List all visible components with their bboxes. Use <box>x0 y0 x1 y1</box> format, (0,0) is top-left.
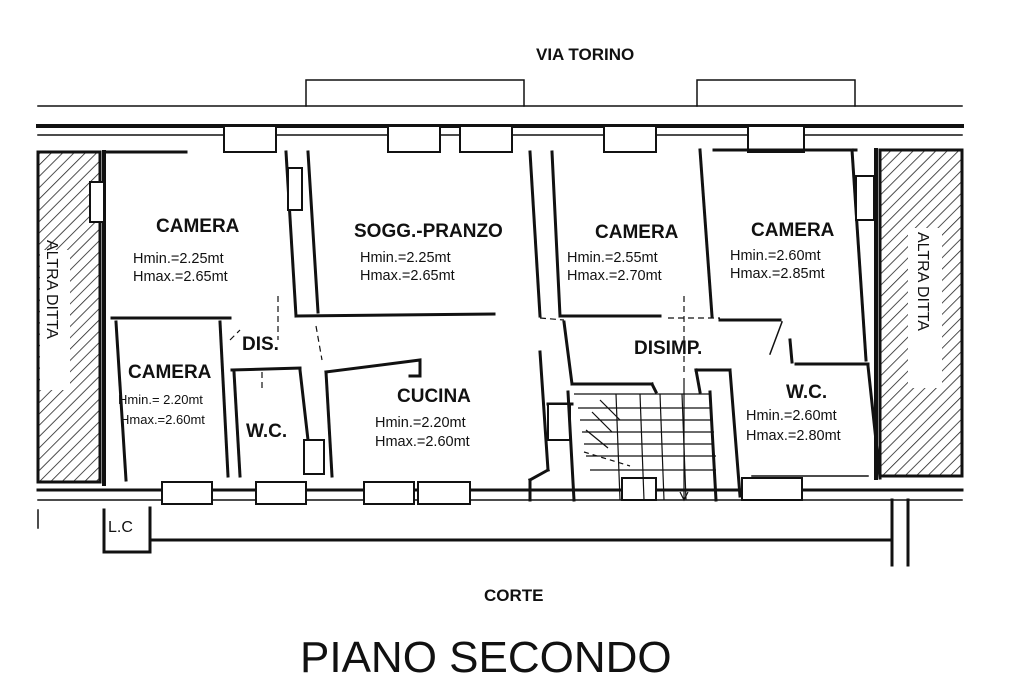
room-camera-4: CAMERA Hmin.= 2.20mt Hmax.=2.60mt <box>118 362 212 427</box>
left-side-label: ALTRA DITTA <box>43 240 60 339</box>
room-name: CUCINA <box>397 386 471 407</box>
room-hmin: Hmin.=2.25mt <box>133 251 224 267</box>
room-name: CAMERA <box>156 216 240 237</box>
room-camera-2: CAMERA Hmin.=2.55mt Hmax.=2.70mt <box>567 222 679 284</box>
room-hmin: Hmin.=2.60mt <box>746 408 837 424</box>
room-name: W.C. <box>786 382 827 403</box>
room-name: SOGG.-PRANZO <box>354 221 503 242</box>
room-hmax: Hmax.=2.60mt <box>375 434 470 450</box>
right-side-label: ALTRA DITTA <box>914 232 931 331</box>
disimp-label: DISIMP. <box>634 338 702 359</box>
room-cucina: CUCINA Hmin.=2.20mt Hmax.=2.60mt <box>375 386 471 450</box>
room-hmax: Hmax.=2.60mt <box>120 412 205 427</box>
room-hmax: Hmax.=2.65mt <box>133 269 228 285</box>
room-hmax: Hmax.=2.65mt <box>360 268 455 284</box>
room-hmax: Hmax.=2.85mt <box>730 266 825 282</box>
room-name: W.C. <box>246 421 287 442</box>
room-hmin: Hmin.=2.60mt <box>730 248 821 264</box>
room-hmin: Hmin.=2.25mt <box>360 250 451 266</box>
room-hmax: Hmax.=2.80mt <box>746 428 841 444</box>
interior-walls <box>89 148 882 554</box>
room-hmin: Hmin.=2.20mt <box>375 415 466 431</box>
room-hmin: Hmin.=2.55mt <box>567 250 658 266</box>
room-name: CAMERA <box>595 222 679 243</box>
room-camera-3: CAMERA Hmin.=2.60mt Hmax.=2.85mt <box>730 220 835 282</box>
room-camera-1: CAMERA Hmin.=2.25mt Hmax.=2.65mt <box>133 216 240 285</box>
lc-label: L.C <box>108 519 133 536</box>
top-windows <box>223 125 805 153</box>
room-wc-2: W.C. Hmin.=2.60mt Hmax.=2.80mt <box>746 382 841 444</box>
room-hmax: Hmax.=2.70mt <box>567 268 662 284</box>
room-wc-1: W.C. <box>246 421 287 442</box>
street-front <box>37 79 963 107</box>
room-soggiorno: SOGG.-PRANZO Hmin.=2.25mt Hmax.=2.65mt <box>354 221 503 284</box>
dis-label: DIS. <box>242 334 279 355</box>
room-hmin: Hmin.= 2.20mt <box>118 392 203 407</box>
doors <box>229 296 720 390</box>
floor-title: PIANO SECONDO <box>300 633 672 682</box>
street-bottom-label: CORTE <box>484 586 544 605</box>
street-top-label: VIA TORINO <box>536 45 634 64</box>
room-name: CAMERA <box>751 220 835 241</box>
stair <box>574 296 716 502</box>
bottom-windows <box>161 477 803 505</box>
room-name: CAMERA <box>128 362 212 383</box>
